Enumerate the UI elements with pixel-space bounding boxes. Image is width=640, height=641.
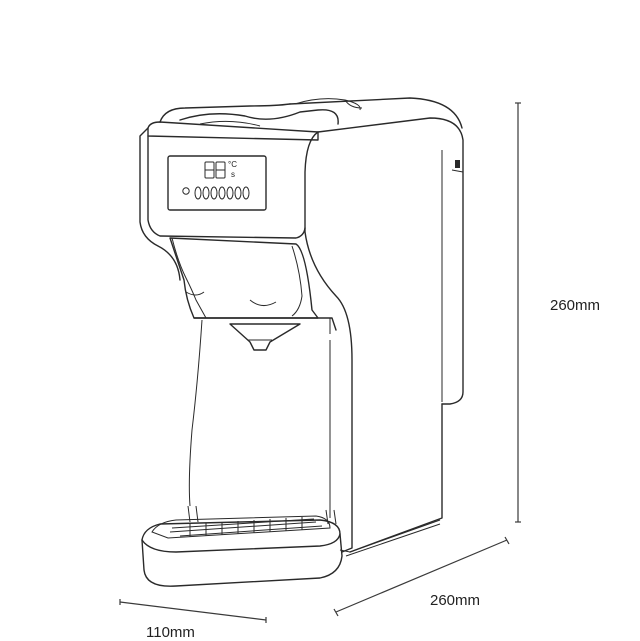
- temperature-digits: [204, 161, 226, 179]
- drip-tray: [141, 505, 343, 587]
- display-seconds-unit: s: [231, 170, 235, 179]
- depth-label: 260mm: [430, 592, 481, 609]
- indicator-row: [182, 186, 250, 200]
- top-lid: [159, 98, 363, 127]
- spout: [229, 323, 301, 351]
- width-label: 110mm: [146, 624, 195, 641]
- drip-grate: [151, 515, 331, 539]
- dimension-height-line: [515, 102, 521, 523]
- dimension-width-line: [119, 599, 267, 623]
- dimension-depth-line: [333, 536, 510, 617]
- cavity: [188, 319, 331, 518]
- machine-body: [289, 97, 464, 553]
- side-clip: [451, 160, 464, 173]
- head: [139, 121, 319, 281]
- base: [339, 519, 441, 557]
- display-panel: [167, 155, 267, 211]
- capsule-holder: [169, 237, 337, 334]
- height-label: 260mm: [550, 297, 601, 314]
- display-celsius-unit: °C: [228, 160, 237, 169]
